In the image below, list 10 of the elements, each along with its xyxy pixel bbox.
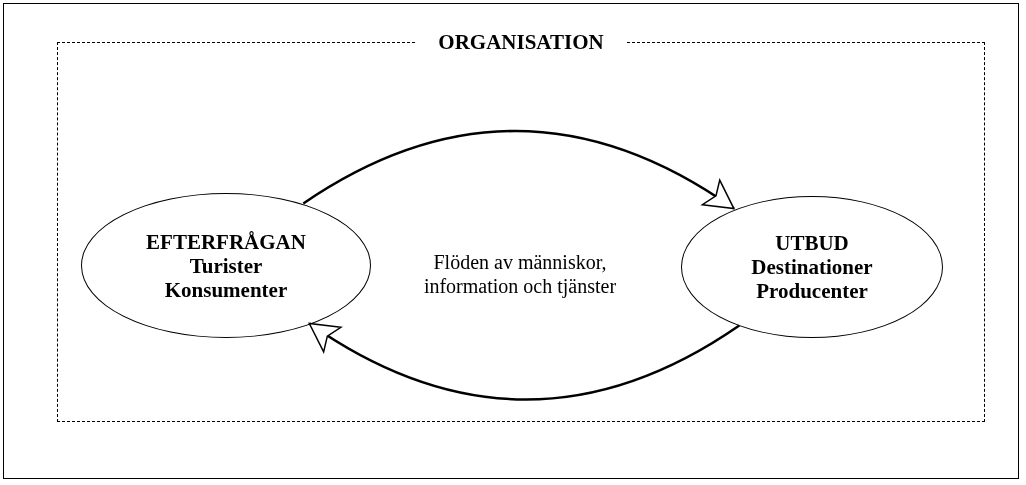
ellipse-node bbox=[81, 193, 371, 338]
center-text: Flöden av människor, information och tjänster bbox=[422, 250, 618, 298]
curved-arrow bbox=[302, 129, 735, 210]
curved-arrow bbox=[308, 322, 740, 401]
node-text: Producenter bbox=[756, 279, 868, 303]
node-heading: EFTERFRÅGAN bbox=[146, 229, 306, 254]
node-text: Turister bbox=[189, 253, 263, 278]
node-text: Destinationer bbox=[751, 255, 873, 279]
node-heading: UTBUD bbox=[775, 231, 849, 255]
node-text: Konsumenter bbox=[164, 277, 288, 302]
